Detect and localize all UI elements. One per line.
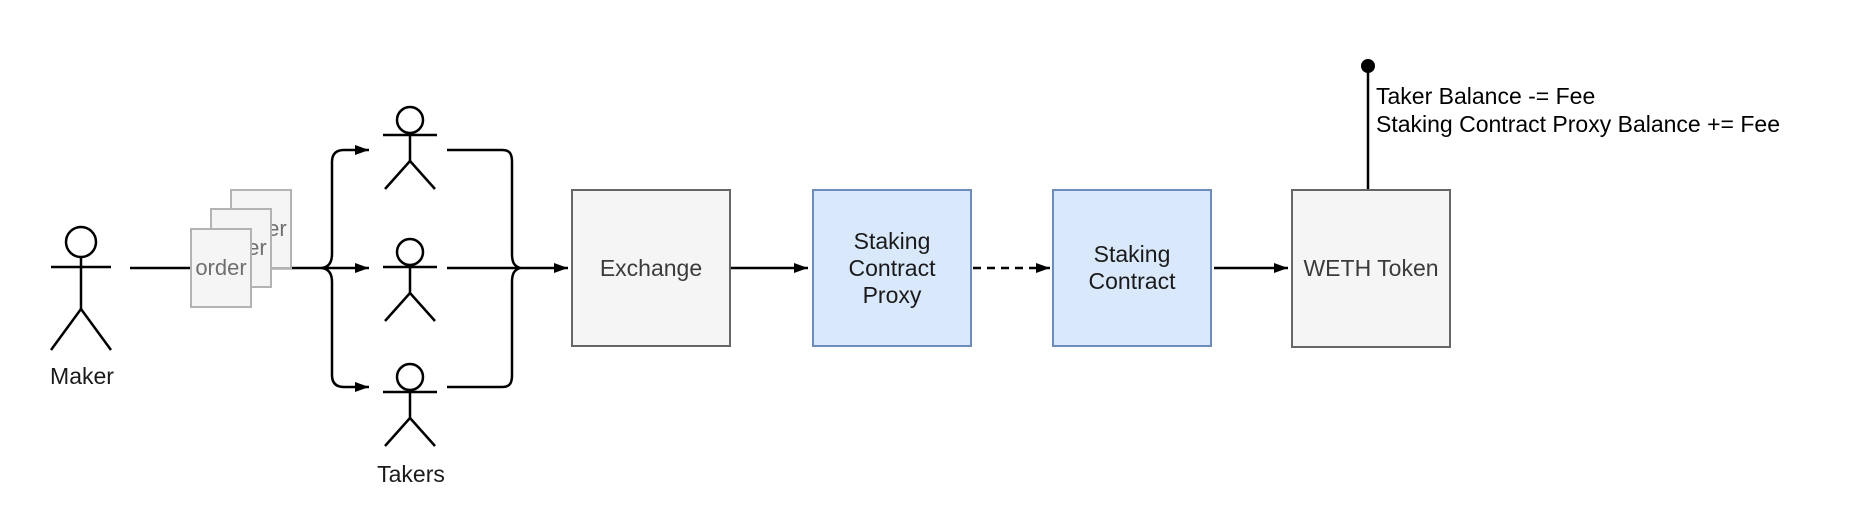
taker-actor-icon-1 bbox=[383, 105, 437, 190]
node-staking-contract-label: Staking Contract bbox=[1088, 241, 1176, 294]
annotation-endpoint-dot bbox=[1361, 59, 1375, 73]
maker-label: Maker bbox=[50, 363, 114, 389]
node-staking-contract: Staking Contract bbox=[1052, 189, 1212, 347]
node-staking-contract-proxy-label: Staking Contract Proxy bbox=[848, 227, 936, 308]
maker-actor-icon bbox=[49, 225, 113, 351]
taker-actor-icon-2 bbox=[383, 237, 437, 322]
node-exchange: Exchange bbox=[571, 189, 731, 347]
takers-label: Takers bbox=[377, 461, 445, 487]
taker-actor-icon-3 bbox=[383, 362, 437, 447]
fee-annotation-text: Taker Balance -= Fee Staking Contract Pr… bbox=[1376, 83, 1780, 137]
node-staking-contract-proxy: Staking Contract Proxy bbox=[812, 189, 972, 347]
node-exchange-label: Exchange bbox=[599, 254, 703, 281]
node-weth-token-label: WETH Token bbox=[1303, 255, 1439, 281]
fan-in-connector bbox=[447, 148, 568, 389]
fan-out-connector bbox=[321, 145, 369, 392]
order-page-label: order bbox=[195, 255, 247, 280]
order-page-front: order bbox=[190, 228, 252, 308]
node-weth-token: WETH Token bbox=[1291, 189, 1451, 348]
